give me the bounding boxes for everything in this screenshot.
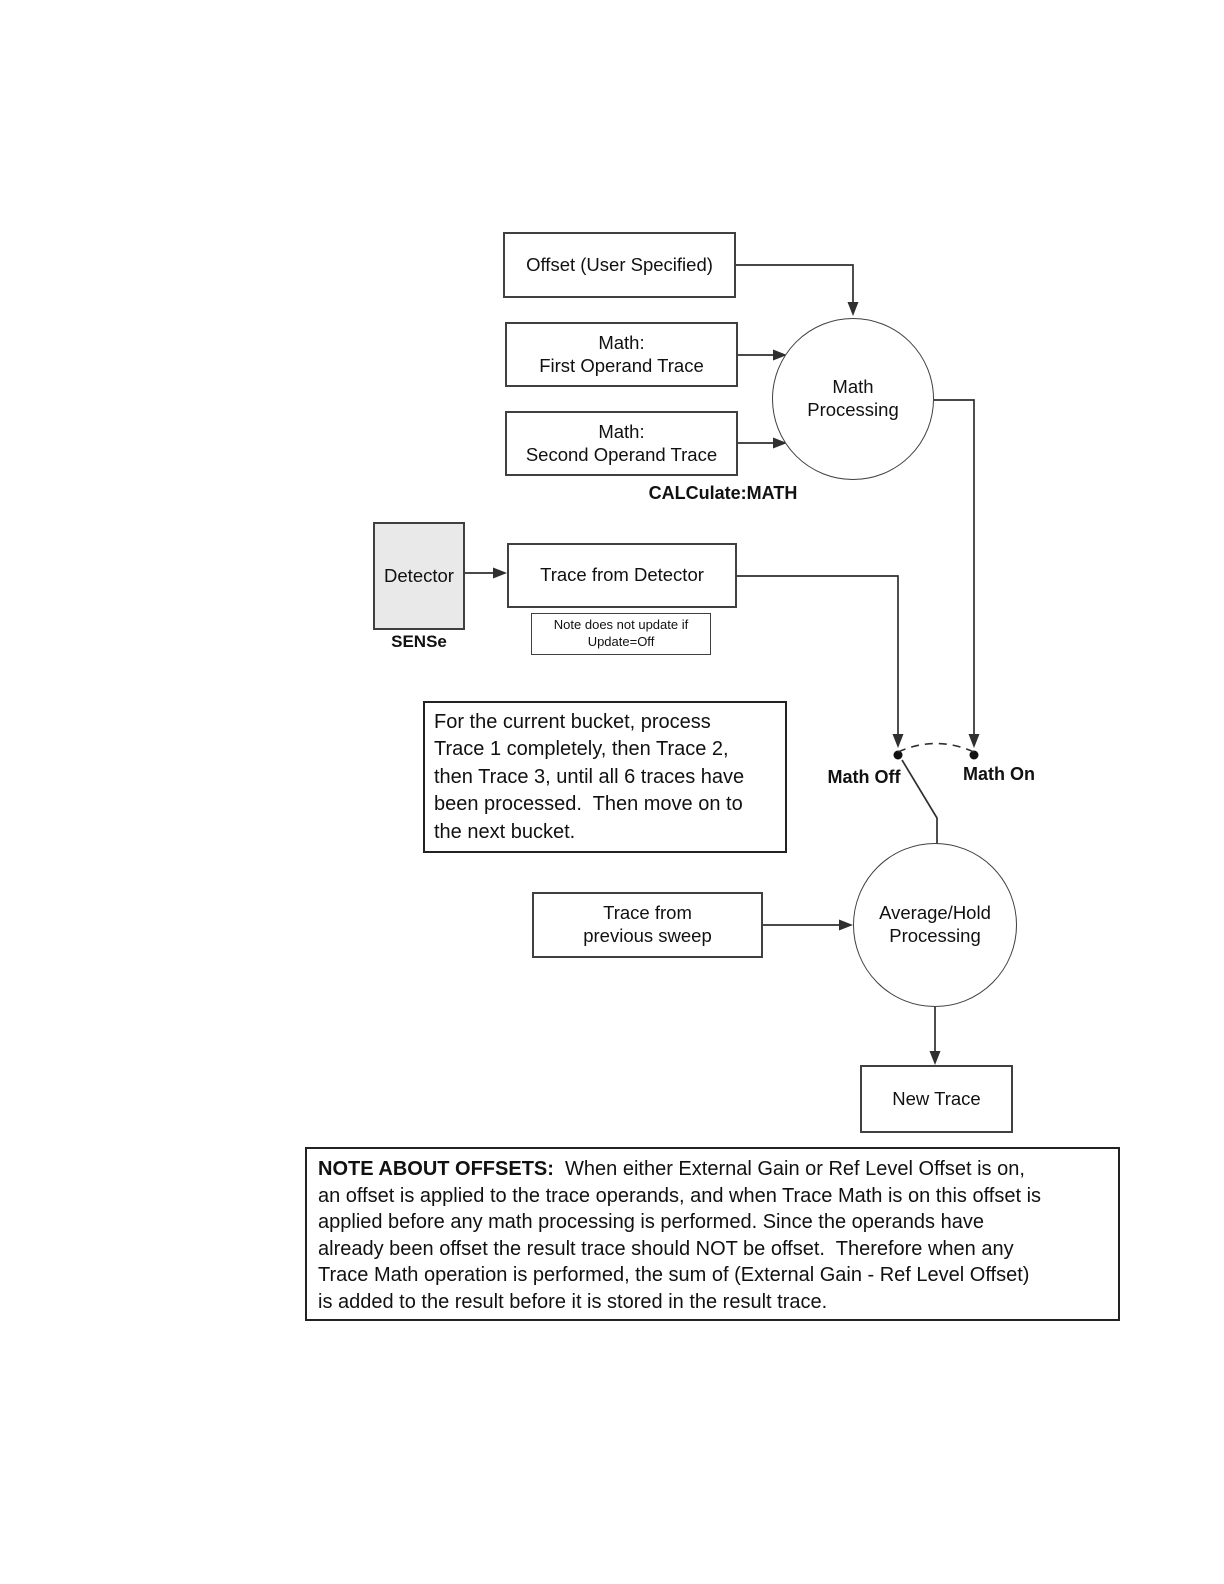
connector-math-processing-to-math-on bbox=[934, 399, 980, 760]
arrowhead-down bbox=[968, 734, 980, 748]
offsets-note-line-4: already been offset the result trace sho… bbox=[318, 1237, 1014, 1260]
offsets-note-title: NOTE ABOUT OFFSETS: bbox=[318, 1158, 554, 1180]
offsets-note-line-6: is added to the result before it is stor… bbox=[318, 1290, 828, 1313]
arrowhead-down bbox=[847, 302, 859, 316]
offset-user-specified-box: Offset (User Specified) bbox=[503, 232, 736, 298]
math-on-label: Math On bbox=[963, 764, 1035, 784]
math-second-operand-box: Math: Second Operand Trace bbox=[505, 411, 738, 476]
arrowhead-down bbox=[929, 1051, 941, 1065]
bucket-processing-note-box: For the current bucket, process Trace 1 … bbox=[423, 701, 787, 853]
detector-box: Detector bbox=[373, 522, 465, 630]
offsets-note-line-1: NOTE ABOUT OFFSETS: When either External… bbox=[318, 1156, 1107, 1183]
arrowhead-down bbox=[892, 734, 904, 748]
arrowhead-right bbox=[493, 567, 507, 579]
connector-detector-to-trace bbox=[465, 567, 507, 579]
math-off-label: Math Off bbox=[827, 767, 901, 787]
connector-trace-to-math-off bbox=[737, 575, 904, 760]
trace-from-previous-sweep-box: Trace from previous sweep bbox=[532, 892, 763, 958]
offsets-note-line-2: an offset is applied to the trace operan… bbox=[318, 1184, 1042, 1207]
connector-avg-hold-to-new-trace bbox=[929, 1007, 941, 1065]
offsets-note-line-5: Trace Math operation is performed, the s… bbox=[318, 1264, 1030, 1287]
switch-arc-dashed bbox=[897, 742, 975, 753]
connector-offset-to-math-processing bbox=[736, 264, 859, 316]
calculate-math-label: CALCulate:MATH bbox=[648, 483, 798, 503]
math-processing-circle: Math Processing bbox=[772, 318, 934, 480]
arrowhead-right bbox=[773, 349, 787, 361]
trace-from-detector-box: Trace from Detector bbox=[507, 543, 737, 608]
average-hold-processing-circle: Average/Hold Processing bbox=[853, 843, 1017, 1007]
connector-prev-sweep-to-avg-hold bbox=[763, 919, 853, 931]
connector-first-operand-to-math-processing bbox=[738, 349, 787, 361]
offsets-note-line-1-rest: When either External Gain or Ref Level O… bbox=[553, 1158, 1025, 1180]
math-off-terminal-dot bbox=[893, 750, 903, 760]
sense-label: SENSe bbox=[391, 632, 447, 651]
update-off-note-box: Note does not update if Update=Off bbox=[531, 613, 711, 655]
note-about-offsets-box: NOTE ABOUT OFFSETS: When either External… bbox=[305, 1147, 1120, 1321]
new-trace-box: New Trace bbox=[860, 1065, 1013, 1133]
arrowhead-right bbox=[773, 437, 787, 449]
offsets-note-line-3: applied before any math processing is pe… bbox=[318, 1211, 984, 1234]
arrowhead-right bbox=[839, 919, 853, 931]
switch-lever-line bbox=[901, 759, 938, 844]
connector-second-operand-to-math-processing bbox=[738, 437, 787, 449]
math-first-operand-box: Math: First Operand Trace bbox=[505, 322, 738, 387]
math-on-terminal-dot bbox=[969, 750, 979, 760]
